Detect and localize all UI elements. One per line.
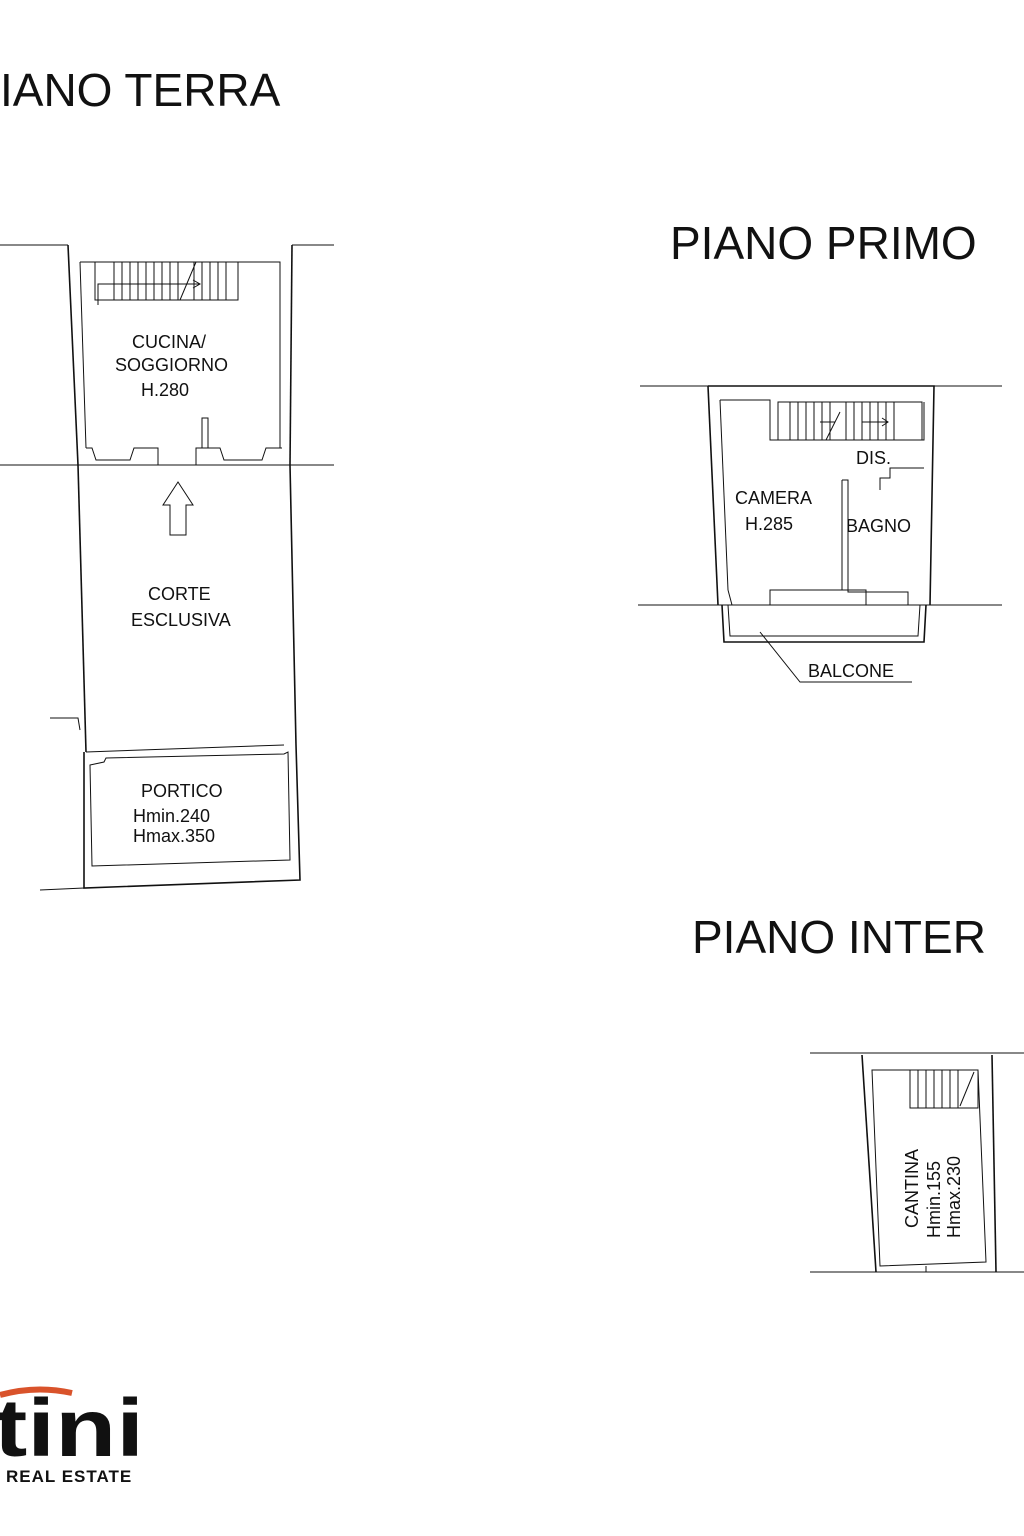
first-floor-openings bbox=[727, 589, 867, 606]
room-label-court: CORTE bbox=[148, 584, 211, 604]
first-floor-wall-left bbox=[707, 385, 719, 606]
first-floor-inner-wall bbox=[720, 399, 925, 441]
portico-inner-wall bbox=[89, 751, 291, 867]
kitchen-inner-wall-left bbox=[79, 261, 87, 449]
neighbour-wall bbox=[50, 717, 81, 731]
entrance-arrow-icon bbox=[162, 481, 194, 536]
room-label-living: SOGGIORNO bbox=[115, 355, 228, 375]
room-label-camera: CAMERA bbox=[735, 488, 812, 508]
logo-wordmark: tini bbox=[0, 1383, 144, 1474]
portico-walls bbox=[83, 744, 301, 889]
room-label-cantina: CANTINA bbox=[902, 1149, 922, 1228]
staircase bbox=[777, 401, 923, 441]
balcony-leader-line bbox=[759, 631, 912, 683]
first-floor-inner-wall-left bbox=[719, 399, 729, 591]
basement-wall-left bbox=[861, 1054, 877, 1273]
logo-tagline: REAL ESTATE bbox=[6, 1467, 132, 1486]
room-label-balcone: BALCONE bbox=[808, 661, 894, 681]
room-height-max-cantina: Hmax.230 bbox=[944, 1156, 964, 1238]
logo-roof-accent bbox=[0, 1386, 73, 1398]
room-height-min-cantina: Hmin.155 bbox=[924, 1161, 944, 1238]
kitchen-wall-right bbox=[289, 244, 293, 466]
cantina-labels: CANTINA Hmin.155 Hmax.230 bbox=[902, 1149, 964, 1238]
staircase bbox=[94, 261, 239, 305]
court-wall-right bbox=[289, 464, 297, 746]
ground-floor-plan: IANO TERRA bbox=[0, 64, 334, 891]
room-label-kitchen: CUCINA/ bbox=[132, 332, 206, 352]
balcony-outline bbox=[721, 604, 927, 643]
basement-floor-plan: PIANO INTER CANTINA Hmin.155 Hmax.230 bbox=[692, 911, 1024, 1273]
balcony-inner bbox=[727, 604, 921, 637]
room-height-camera: H.285 bbox=[745, 514, 793, 534]
first-floor-plan: PIANO PRIMO bbox=[638, 217, 1002, 683]
room-label-dis: DIS. bbox=[856, 448, 891, 468]
room-height-max-portico: Hmax.350 bbox=[133, 826, 215, 846]
dis-partition bbox=[879, 467, 924, 490]
company-logo: tini REAL ESTATE bbox=[0, 1383, 144, 1486]
room-height-kitchen: H.280 bbox=[141, 380, 189, 400]
first-floor-title: PIANO PRIMO bbox=[670, 217, 977, 269]
party-line bbox=[39, 887, 85, 891]
kitchen-openings bbox=[86, 417, 282, 465]
basement-floor-title: PIANO INTER bbox=[692, 911, 986, 963]
room-label-court-exclusive: ESCLUSIVA bbox=[131, 610, 231, 630]
room-label-portico: PORTICO bbox=[141, 781, 223, 801]
ground-floor-title: IANO TERRA bbox=[0, 64, 281, 116]
court-portico-edge bbox=[85, 744, 285, 753]
bagno-wall bbox=[847, 490, 909, 605]
camera-bagno-partition bbox=[841, 479, 849, 590]
room-height-min-portico: Hmin.240 bbox=[133, 806, 210, 826]
kitchen-wall-left bbox=[67, 244, 79, 466]
court-wall-left bbox=[77, 464, 87, 753]
first-floor-walls bbox=[708, 385, 935, 606]
room-label-bagno: BAGNO bbox=[846, 516, 911, 536]
staircase bbox=[909, 1069, 979, 1109]
basement-wall-right bbox=[991, 1054, 997, 1273]
